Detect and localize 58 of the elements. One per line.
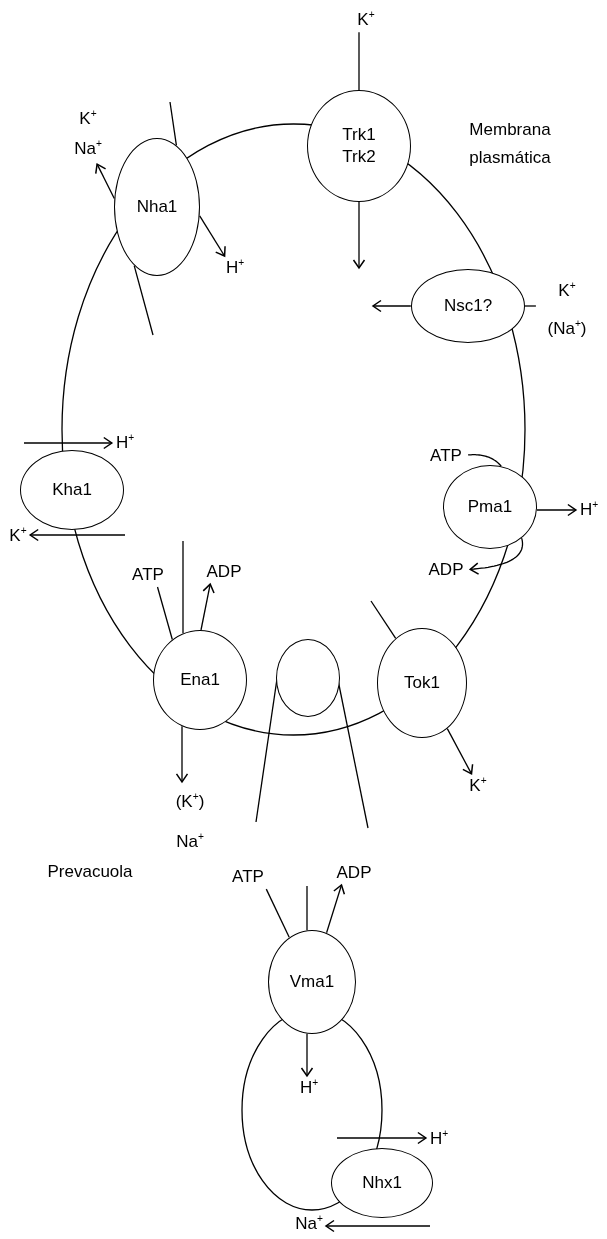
- ion-label: ATP: [131, 564, 165, 586]
- connector-line: [370, 600, 397, 640]
- membrane-label: Membrana plasmática: [468, 119, 552, 169]
- arrow: [23, 436, 113, 450]
- arrow: [325, 884, 346, 934]
- arrow: [29, 528, 126, 542]
- arrow: [95, 163, 115, 200]
- arrow: [372, 299, 412, 313]
- arrow: [199, 215, 226, 257]
- transporter-name: Kha1: [52, 479, 92, 501]
- transporter-name: Nsc1?: [443, 295, 493, 317]
- transporter-name: Ena1: [180, 669, 220, 691]
- ion-label: ADP: [427, 559, 465, 581]
- ion-label: K$^{+}$: [468, 774, 488, 797]
- connector-line: [156, 586, 173, 641]
- connector-line: [306, 885, 308, 931]
- ion-label: (K$^{+}$): [174, 790, 206, 813]
- ion-label: ATP: [231, 866, 265, 888]
- ion-label: H$^{+}$: [114, 431, 136, 454]
- transporter-name: Nhx1: [362, 1172, 402, 1194]
- connector-line: [265, 888, 290, 938]
- ion-label: H$^{+}$: [224, 256, 246, 279]
- connector-line: [169, 101, 178, 147]
- transporter-name: Nha1: [136, 196, 178, 218]
- ion-label: K$^{+}$: [356, 8, 376, 31]
- connector-line: [467, 454, 502, 467]
- transporter-name: Vma1: [289, 971, 335, 993]
- ion-label: ADP: [205, 561, 243, 583]
- compartment-label: Prevacuola: [46, 861, 134, 883]
- ion-label: ATP: [429, 445, 463, 467]
- ion-label: ADP: [335, 862, 373, 884]
- arrow: [200, 583, 215, 631]
- ion-label: K$^{+}$: [78, 107, 98, 130]
- transporter-name: Trk1: [342, 124, 376, 146]
- ion-label: (Na$^{+}$): [546, 317, 588, 340]
- connector-line: [182, 540, 184, 634]
- ion-label: Na$^{+}$: [294, 1212, 324, 1235]
- ion-label: K$^{+}$: [557, 279, 577, 302]
- ion-label: Na$^{+}$: [175, 830, 205, 853]
- ion-label: Na$^{+}$: [73, 137, 103, 160]
- arrow: [175, 725, 189, 783]
- transporter-name: Trk2: [342, 146, 376, 168]
- arrow: [446, 727, 474, 775]
- arrow: [336, 1131, 427, 1145]
- transporter-name: Tok1: [404, 672, 440, 694]
- arrow: [325, 1219, 431, 1233]
- arrow: [300, 1033, 314, 1077]
- arrow: [469, 537, 524, 575]
- ion-label: K$^{+}$: [8, 524, 28, 547]
- arrow: [352, 201, 366, 269]
- arrow: [536, 503, 577, 517]
- ion-label: H$^{+}$: [428, 1127, 450, 1150]
- transporter-name: Pma1: [467, 496, 513, 518]
- connector-line: [358, 31, 360, 91]
- ion-label: H$^{+}$: [298, 1076, 320, 1099]
- ion-label: H$^{+}$: [578, 498, 600, 521]
- connector-line: [133, 264, 154, 336]
- connector-line: [524, 305, 537, 307]
